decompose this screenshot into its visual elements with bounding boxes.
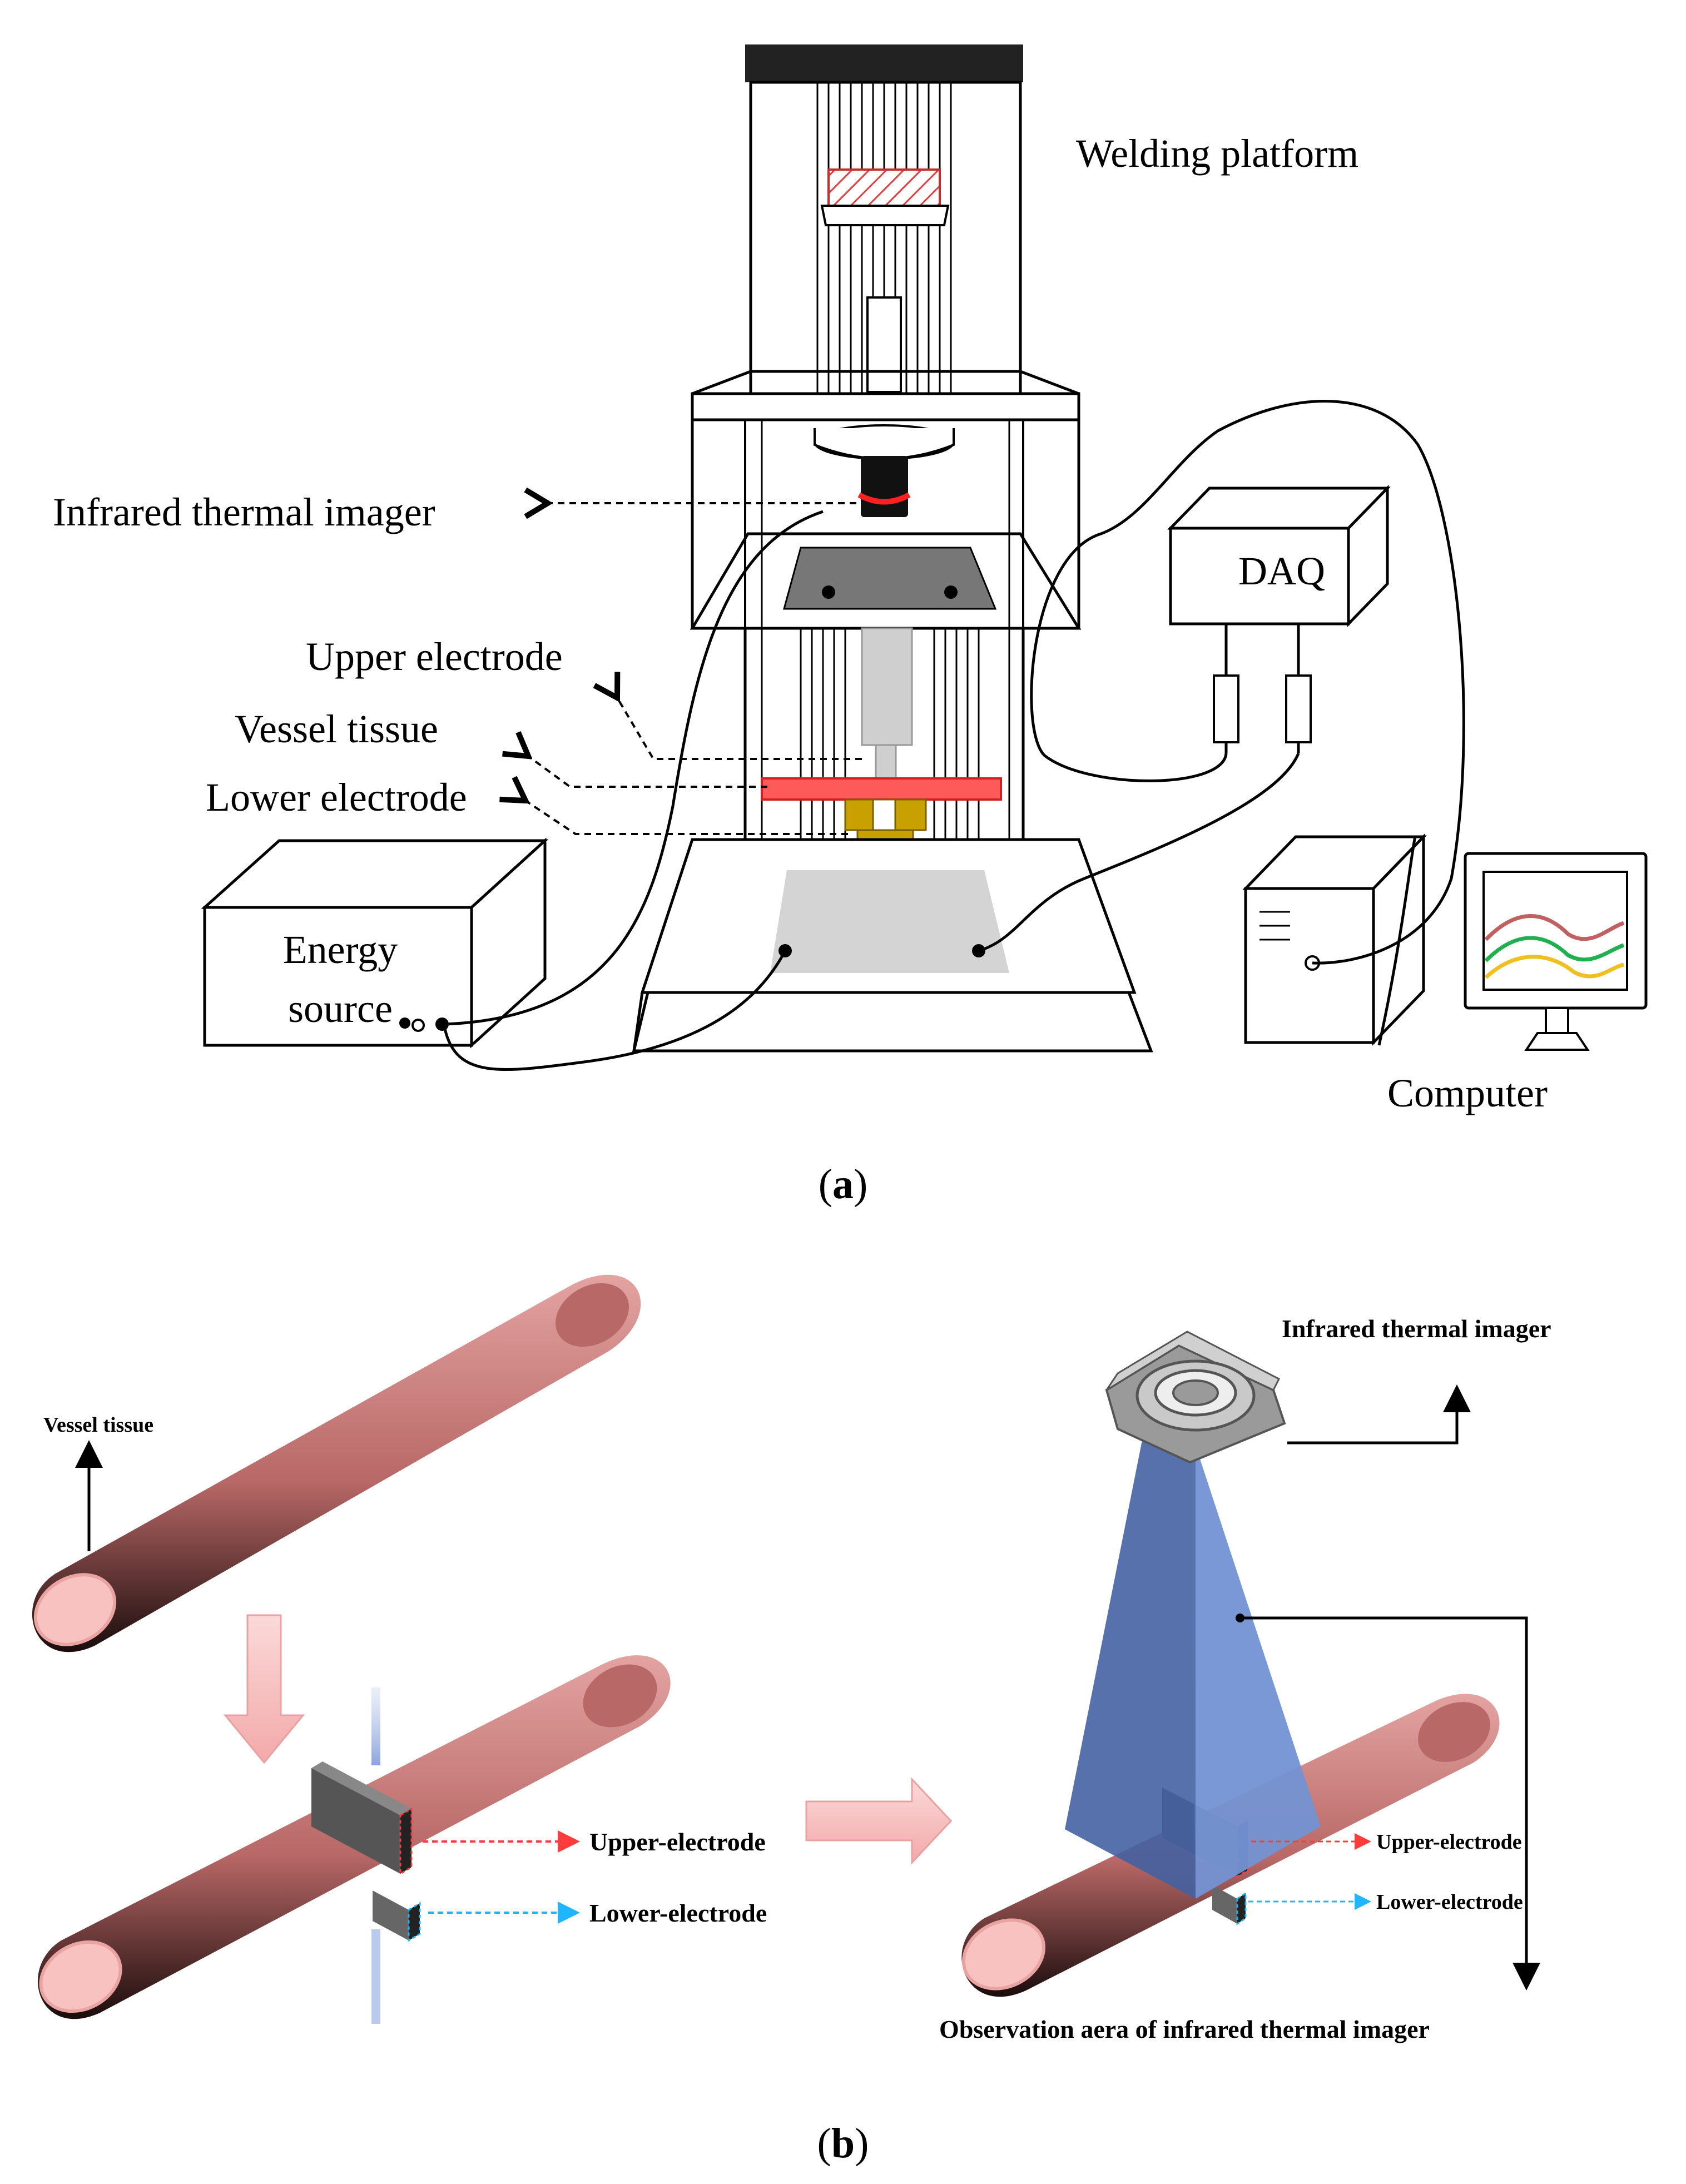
infrared-imager-label: Infrared thermal imager	[53, 490, 435, 534]
right-arrow	[805, 1777, 953, 1865]
lower-electrode-label: Lower electrode	[206, 775, 467, 820]
welding-platform	[632, 44, 1153, 1053]
observation-area-label: Observation aera of infrared thermal ima…	[939, 2015, 1430, 2043]
vessel-tube-top	[32, 1274, 641, 1652]
panel-a: Energy source DAQ	[53, 44, 1648, 1208]
press-arrow-bottom	[371, 1929, 380, 2024]
daq-label: DAQ	[1238, 549, 1325, 593]
electrodes-left	[311, 1761, 421, 1942]
panel-b: Vessel tissue Upper-electrode Lower-elec…	[32, 1274, 1551, 2167]
energy-source-label-1: Energy	[283, 927, 398, 972]
cables	[443, 400, 1465, 1071]
computer-monitor	[1464, 852, 1648, 1051]
daq-box: DAQ	[1167, 484, 1391, 753]
hatched-block	[827, 168, 941, 207]
computer-tower	[1242, 833, 1427, 1046]
caption-b: (b)	[817, 2120, 869, 2167]
vessel-tissue-label-b: Vessel tissue	[43, 1413, 153, 1437]
energy-source-box: Energy source	[201, 837, 549, 1049]
infrared-imager-label-b: Infrared thermal imager	[1282, 1314, 1551, 1343]
upper-electrode-label-right: Upper-electrode	[1376, 1830, 1522, 1854]
down-arrow	[223, 1614, 305, 1764]
welding-platform-label: Welding platform	[1076, 131, 1358, 176]
computer-label: Computer	[1387, 1071, 1548, 1115]
thermal-imager-device	[1105, 1331, 1286, 1464]
lower-electrode-label-right: Lower-electrode	[1376, 1890, 1523, 1914]
vessel-tissue-label: Vessel tissue	[235, 707, 438, 751]
observation-beam	[1065, 1423, 1321, 1899]
upper-electrode-label-b: Upper-electrode	[589, 1828, 766, 1856]
vessel-tissue-bar	[761, 777, 1002, 801]
caption-a: (a)	[819, 1161, 868, 1208]
energy-source-label-2: source	[288, 986, 393, 1031]
upper-electrode-rod	[861, 627, 913, 746]
lower-electrode-label-b: Lower-electrode	[589, 1899, 767, 1927]
press-arrow-top	[371, 1687, 380, 1765]
upper-electrode-label: Upper electrode	[306, 634, 563, 679]
